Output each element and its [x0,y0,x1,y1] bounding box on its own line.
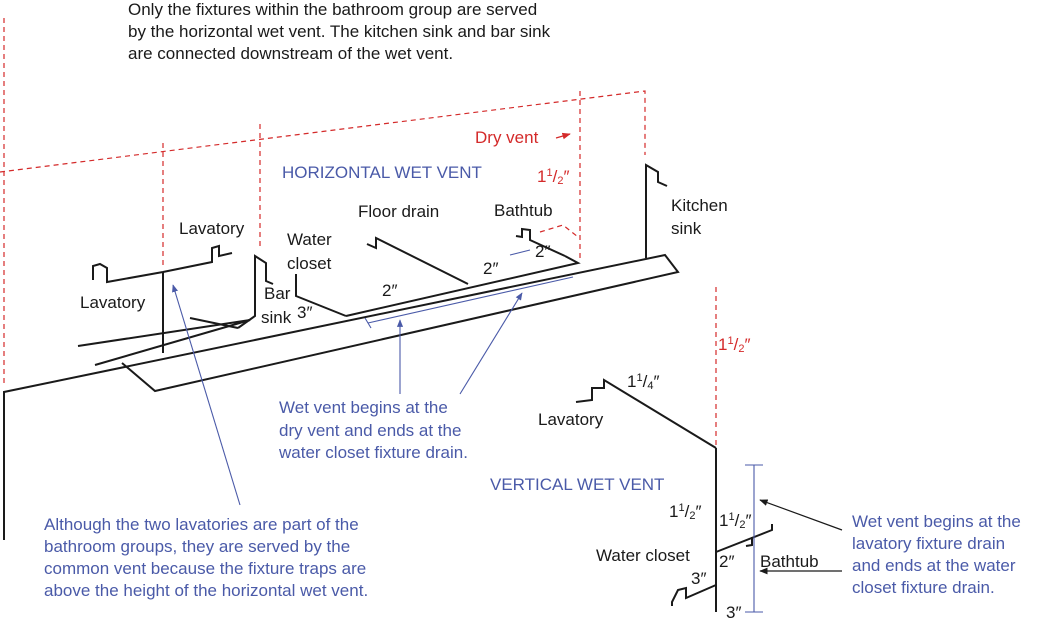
horizontal-piping [3,163,680,540]
lavatories-note: Although the two lavatories are part of … [44,515,371,600]
annotation-lines [172,249,763,613]
top-note: Only the fixtures within the bathroom gr… [128,0,555,63]
dry-vent-label: Dry vent [475,128,539,147]
water-closet-label: Water closet [287,230,336,273]
floor-drain-label: Floor drain [358,202,439,221]
lavatory-vertical-label: Lavatory [538,410,604,429]
vertical-piping [575,378,773,612]
water-closet-vertical-label: Water closet [596,546,690,565]
vertical-water-closet-size: 3″ [691,569,706,588]
floor-drain-branch-size: 2″ [382,281,397,300]
dry-vent-size: 11/2″ [537,167,569,187]
vertical-wet-vent-heading: VERTICAL WET VENT [490,475,664,494]
stack-size-right: 11/2″ [719,511,751,531]
vertical-bottom-size: 3″ [726,603,741,621]
bathtub-label: Bathtub [494,201,553,220]
horizontal-wet-vent-heading: HORIZONTAL WET VENT [282,163,482,182]
lavatory-left-label: Lavatory [80,293,146,312]
vertical-note-arrows [759,499,843,575]
bar-sink-size: 3″ [297,303,312,322]
stack-size-left: 11/2″ [669,502,701,522]
lavatory-upper-label: Lavatory [179,219,245,238]
bathtub-branch-size: 2″ [483,259,498,278]
vertical-wet-vent-note: Wet vent begins at the lavatory fixture … [852,512,1026,597]
lavatory-arm-size: 11/4″ [627,372,659,392]
kitchen-sink-label: Kitchen sink [671,196,732,238]
vent-lines [0,18,717,445]
bathtub-arm-size: 2″ [535,242,550,261]
horizontal-wet-vent-note: Wet vent begins at the dry vent and ends… [278,398,468,462]
bar-sink-label: Bar sink [261,284,295,327]
vertical-bathtub-size: 2″ [719,552,734,571]
dry-vent-arrow [555,132,571,140]
vertical-vent-size: 11/2″ [718,335,750,355]
bathtub-vertical-label: Bathtub [760,552,819,571]
